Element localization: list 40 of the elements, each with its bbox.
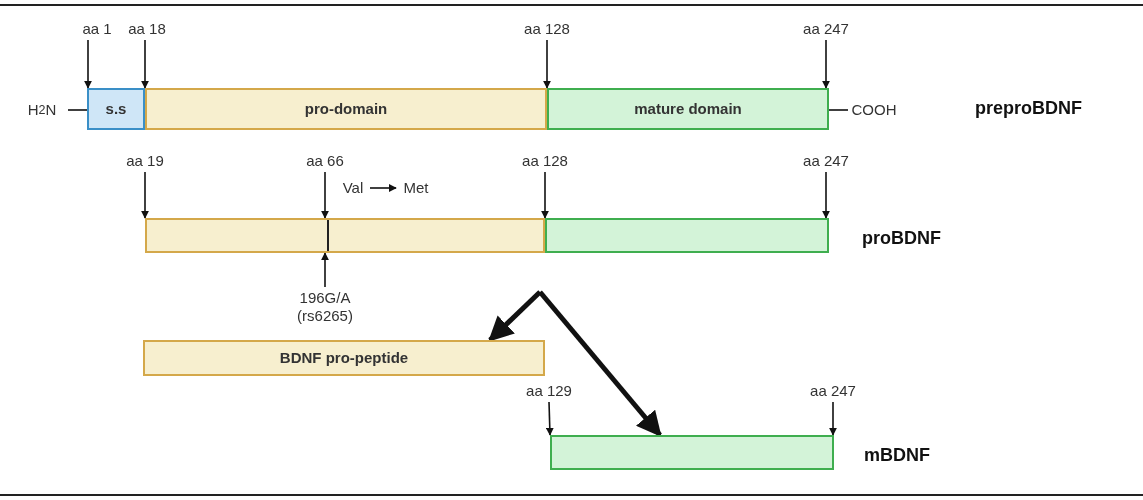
- pro-domain-bar: pro-domain: [145, 88, 547, 130]
- mature-domain-bar: mature domain: [547, 88, 829, 130]
- protein-form-label: mBDNF: [864, 445, 930, 466]
- position-label: aa 128: [517, 150, 573, 172]
- position-label: aa 247: [798, 18, 854, 40]
- arrow: [543, 39, 551, 89]
- arrow: [369, 184, 397, 192]
- protein-form-label: proBDNF: [862, 228, 941, 249]
- variant-label: 196G/A (rs6265): [270, 287, 380, 327]
- arrow: [321, 252, 329, 288]
- position-label: aa 129: [521, 380, 577, 402]
- mature-domain-bar: [545, 218, 829, 253]
- position-label: aa 19: [120, 150, 170, 172]
- signal-sequence-bar: s.s: [87, 88, 145, 130]
- arrow: [321, 171, 329, 219]
- arrow: [488, 290, 542, 342]
- arrow: [84, 39, 92, 89]
- residue-label: Val: [336, 177, 370, 199]
- arrow: [141, 39, 149, 89]
- position-label: aa 128: [519, 18, 575, 40]
- connector-line: [67, 109, 88, 111]
- protein-form-label: preproBDNF: [975, 98, 1082, 119]
- pro-domain-bar: [145, 218, 545, 253]
- position-label: aa 18: [122, 18, 172, 40]
- mature-domain-bar: [550, 435, 834, 470]
- position-label: aa 247: [805, 380, 861, 402]
- arrow: [141, 171, 149, 219]
- position-label: aa 247: [798, 150, 854, 172]
- arrow: [822, 171, 830, 219]
- arrow: [541, 171, 549, 219]
- position-label: aa 1: [72, 18, 122, 40]
- connector-line: [828, 109, 849, 111]
- position-label: aa 66: [297, 150, 353, 172]
- arrow: [538, 290, 662, 437]
- arrow: [545, 401, 554, 436]
- terminus-label: COOH: [848, 99, 900, 121]
- arrow: [829, 401, 837, 436]
- arrow: [822, 39, 830, 89]
- residue-label: Met: [396, 177, 436, 199]
- pro-peptide-bar: BDNF pro-peptide: [143, 340, 545, 376]
